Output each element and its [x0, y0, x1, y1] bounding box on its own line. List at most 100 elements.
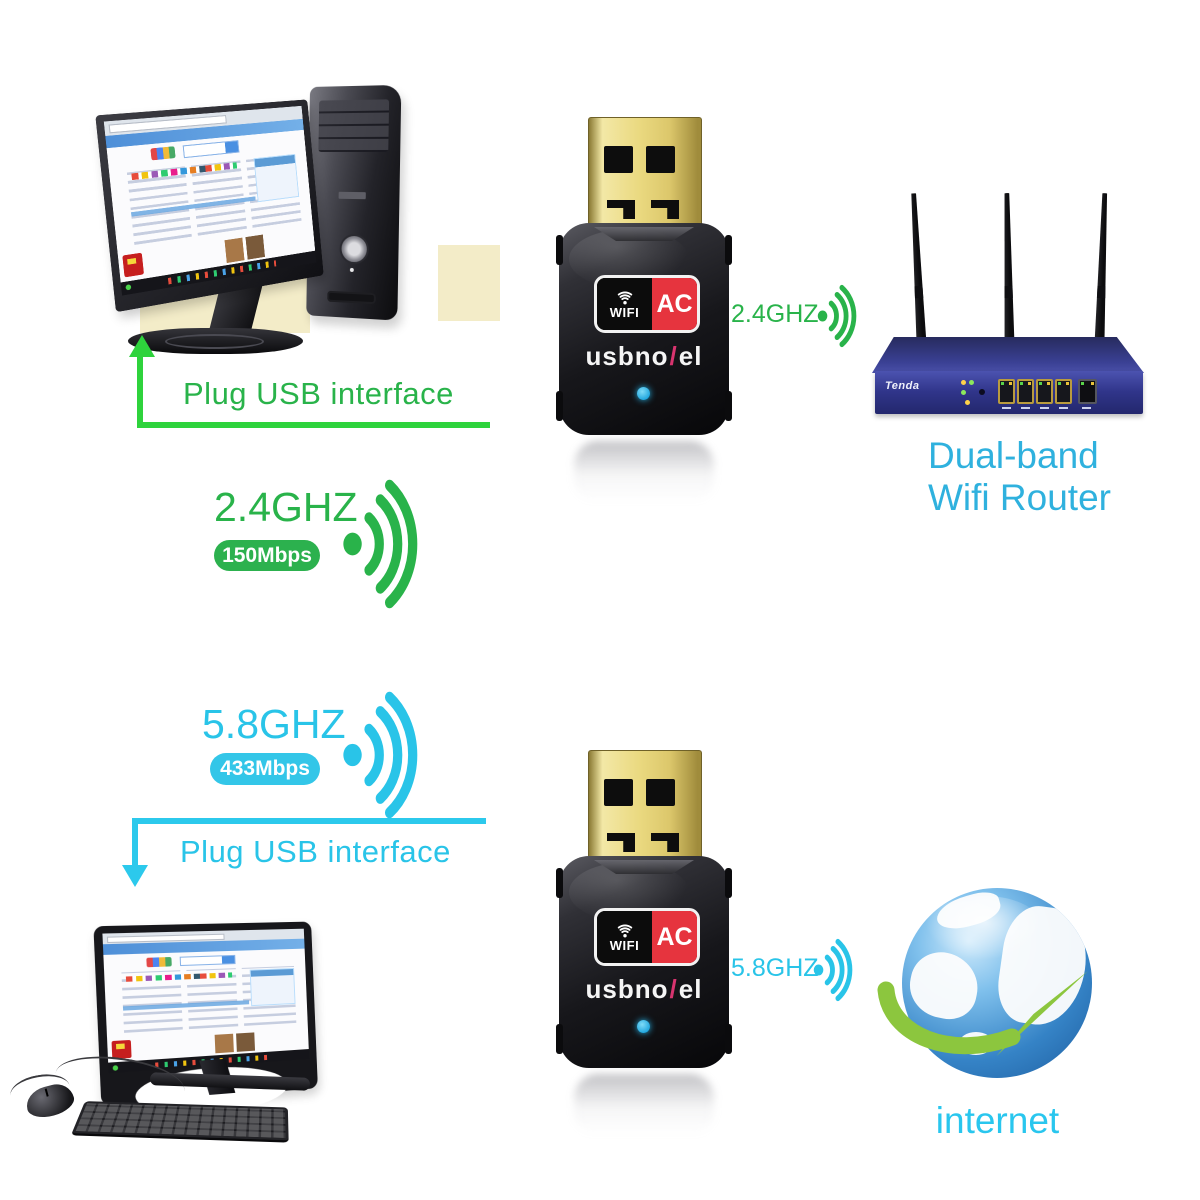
- usb-contact: [604, 779, 633, 806]
- router-antenna: [1093, 193, 1111, 343]
- usb-contact-hook: [651, 833, 679, 852]
- speed-150mbps-badge: 150Mbps: [214, 540, 320, 571]
- pc-tower: [306, 84, 402, 321]
- port-label: [1040, 407, 1049, 409]
- port-label: [1021, 407, 1030, 409]
- usb-contact: [646, 779, 675, 806]
- tower-vent: [327, 290, 376, 305]
- wifi-router: Tenda Dual-band Wifi Router: [860, 185, 1180, 525]
- router-caption-line2: Wifi Router: [928, 477, 1111, 518]
- router-top-face: [872, 337, 1144, 373]
- link-58ghz-label: 5.8GHZ: [731, 954, 819, 982]
- brand-usbnovel: usbno/el: [559, 974, 729, 1005]
- webpage-side-panel: [249, 968, 296, 1007]
- webpage-search-box: [182, 140, 240, 159]
- brand-part2: el: [678, 974, 703, 1004]
- led-indicator: [637, 387, 650, 400]
- tower-power-led: [349, 267, 354, 273]
- tower-power-button: [339, 233, 370, 265]
- plug-usb-label-top: Plug USB interface: [183, 376, 454, 411]
- adapter-reflection: [574, 441, 714, 503]
- link-24ghz-label: 2.4GHZ: [731, 300, 819, 328]
- globe-arrow-icon: [877, 971, 1088, 1056]
- brand-part2: el: [678, 341, 703, 371]
- webpage-red-badge: [122, 252, 144, 278]
- logo-wifi-text: WIFI: [609, 938, 640, 953]
- start-button-icon: [125, 284, 132, 291]
- wifi-signal-icon: [813, 938, 853, 1002]
- router-led: [961, 390, 966, 395]
- keyboard-keys: [75, 1103, 286, 1138]
- adapter-reflection: [574, 1074, 714, 1136]
- adapter-side-tab: [556, 868, 563, 898]
- webpage-screenshot: [102, 928, 310, 1074]
- logo-ac-text: AC: [652, 278, 697, 330]
- wifi-signal-icon: [343, 479, 418, 609]
- wifi-ac-logo: WIFI AC: [594, 908, 700, 966]
- router-led: [961, 380, 966, 385]
- adapter-side-tab: [556, 391, 563, 421]
- desktop-monitor: [95, 99, 324, 313]
- brand-slash: /: [669, 341, 678, 371]
- wifi-icon: [617, 924, 632, 938]
- taskbar-icons: [167, 260, 277, 285]
- usb-plug-connector: [588, 117, 702, 226]
- tower-badge: [338, 191, 366, 200]
- webpage-logo: [150, 146, 177, 161]
- usb-contact: [604, 146, 633, 173]
- wan-port: [1078, 379, 1097, 409]
- logo-wifi-text: WIFI: [609, 305, 640, 320]
- brand-slash: /: [669, 974, 678, 1004]
- wifi-icon: [617, 291, 632, 305]
- ethernet-port: [1036, 379, 1053, 409]
- usb-wifi-adapter-bottom: WIFI AC usbno/el: [554, 750, 734, 1160]
- tower-drive-bays: [318, 99, 390, 152]
- adapter-body: WIFI AC usbno/el: [556, 223, 732, 435]
- internet-caption: internet: [935, 1100, 1060, 1141]
- webpage-thumbnails: [215, 1032, 256, 1054]
- monitor-stand-ring: [165, 334, 264, 349]
- usb-plug-connector: [588, 750, 702, 859]
- all-in-one-computer: [7, 915, 340, 1155]
- wifi-ac-logo: WIFI AC: [594, 275, 700, 333]
- usb-contact-hook: [607, 833, 635, 852]
- usb-wifi-adapter-top: WIFI AC usbno/el: [554, 117, 734, 527]
- webpage-logo: [146, 956, 172, 967]
- webpage-search-box: [179, 954, 236, 967]
- brand-part1: usbno: [585, 341, 669, 371]
- band-24ghz-label: 2.4GHZ: [214, 484, 358, 530]
- webpage-side-panel: [253, 154, 300, 203]
- router-led: [965, 400, 970, 405]
- webpage-red-badge: [111, 1039, 132, 1060]
- router-reset-button: [979, 389, 985, 395]
- green-connector-line-vertical: [137, 355, 143, 425]
- band-58ghz-label: 5.8GHZ: [202, 701, 346, 747]
- adapter-side-tab: [556, 235, 563, 265]
- port-label: [1059, 407, 1068, 409]
- router-brand-logo: Tenda: [885, 380, 920, 392]
- brand-usbnovel: usbno/el: [559, 341, 729, 372]
- router-front-panel: Tenda: [875, 371, 1143, 414]
- arrow-down-icon: [122, 865, 148, 887]
- photo-background-patch: [438, 245, 500, 321]
- adapter-cap-notch: [594, 227, 694, 241]
- port-label: [1082, 407, 1091, 409]
- desktop-computer: [80, 70, 520, 354]
- usb-contact: [646, 146, 675, 173]
- router-caption-line1: Dual-band: [928, 435, 1099, 476]
- webpage-thumbnails: [224, 234, 265, 263]
- wifi-signal-icon: [817, 284, 857, 348]
- logo-ac-text: AC: [652, 911, 697, 963]
- globe-highlight: [924, 895, 1043, 961]
- adapter-body: WIFI AC usbno/el: [556, 856, 732, 1068]
- adapter-side-tab: [725, 235, 732, 265]
- ethernet-port: [1055, 379, 1072, 409]
- green-connector-line-horizontal: [137, 422, 490, 428]
- cyan-connector-line-horizontal: [132, 818, 486, 824]
- usb-contact-hook: [651, 200, 679, 219]
- speed-433mbps-badge: 433Mbps: [210, 753, 320, 785]
- wifi-ac-logo-left: WIFI: [597, 278, 652, 330]
- arrow-up-icon: [129, 335, 155, 357]
- cyan-connector-line-vertical: [132, 818, 138, 868]
